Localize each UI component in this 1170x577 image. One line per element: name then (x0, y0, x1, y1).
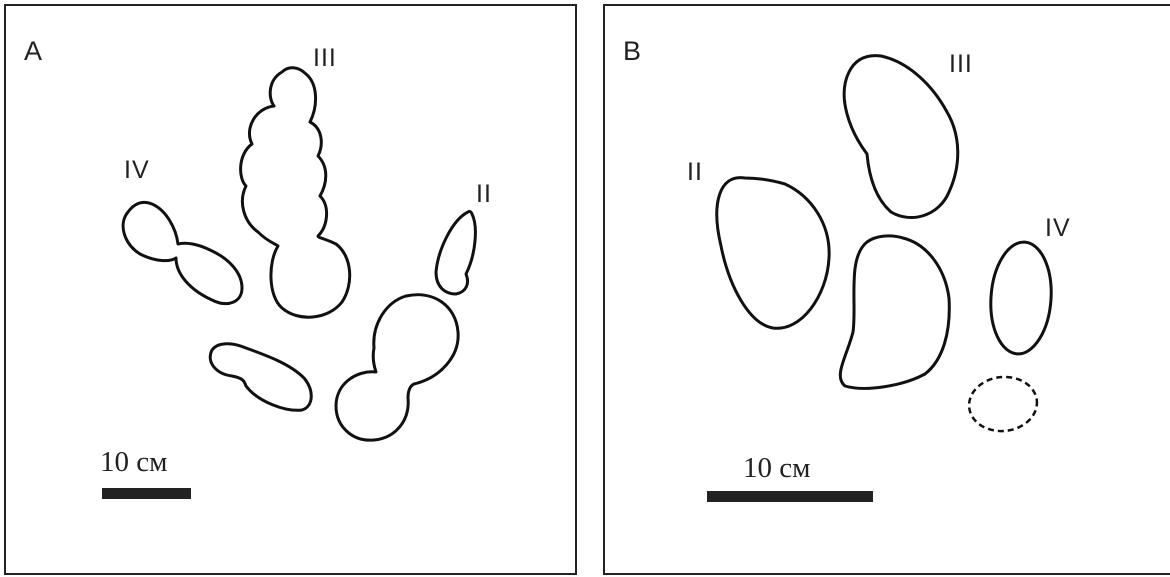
digit-ii-outline (717, 178, 829, 329)
digit-iv-outline (123, 202, 242, 303)
scale-bar (102, 488, 191, 499)
footprint-drawing (605, 6, 1170, 577)
panel-a: A III IV II 10 см (4, 4, 577, 575)
digit-iii-outline (844, 56, 958, 218)
scale-label: 10 см (743, 452, 810, 485)
digit-iv-outline (987, 240, 1055, 356)
heel-pad-outline (210, 344, 311, 411)
panel-b: B II III IV 10 см (603, 4, 1170, 575)
central-pad-outline (840, 236, 949, 388)
scale-bar (707, 491, 873, 502)
digit-iii-outline (241, 68, 350, 317)
digit-ii-outline (436, 211, 475, 294)
proximal-pad-outline (336, 295, 458, 440)
dashed-pad-outline (966, 374, 1039, 435)
scale-label: 10 см (100, 446, 167, 479)
footprint-drawing (6, 6, 579, 577)
